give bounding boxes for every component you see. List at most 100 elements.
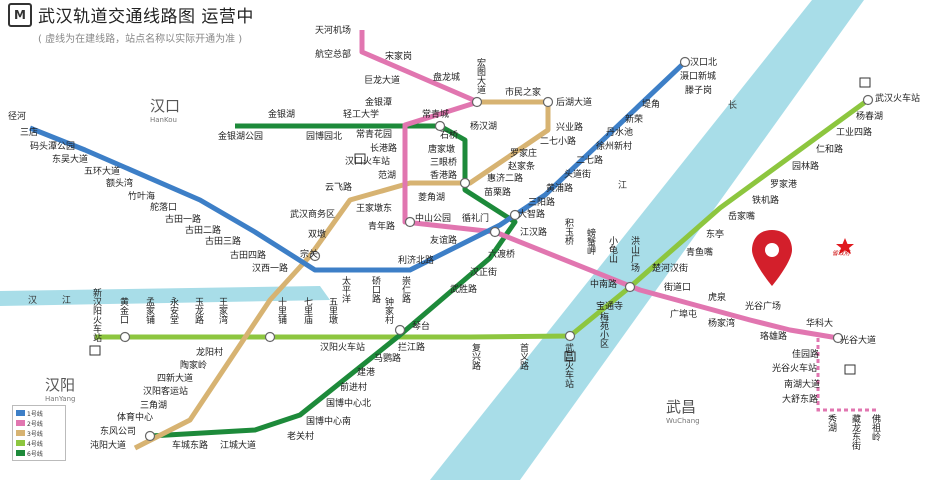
station-label[interactable]: 三阳路 <box>528 198 556 208</box>
station-label[interactable]: 螃蟹岬 <box>585 228 595 255</box>
station-label[interactable]: 五环大道 <box>84 167 121 177</box>
station-label[interactable]: 龙阳村 <box>196 348 224 358</box>
station-label[interactable]: 二七小路 <box>540 137 577 147</box>
station-label[interactable]: 常青城 <box>422 110 450 120</box>
station-label[interactable]: 长港路 <box>370 144 398 154</box>
station-label[interactable]: 菱角湖 <box>418 193 446 203</box>
station-label[interactable]: 青年路 <box>368 222 396 232</box>
station-label[interactable]: 硚口路 <box>370 276 380 303</box>
station-label[interactable]: 罗家庄 <box>510 149 538 159</box>
station-label[interactable]: 新荣 <box>625 115 644 125</box>
station-label[interactable]: 额头湾 <box>106 179 134 189</box>
station-label[interactable]: 七里庙 <box>302 297 312 324</box>
station-label[interactable]: 后湖大道 <box>556 98 593 108</box>
station-label[interactable]: 杨汉湖 <box>470 122 498 132</box>
station-label[interactable]: 光谷广场 <box>745 302 782 312</box>
station-label[interactable]: 武昌火车站 <box>563 343 573 388</box>
station-label[interactable]: 汉正街 <box>470 268 498 278</box>
station-label[interactable]: 大舒东路 <box>782 395 819 405</box>
station-label[interactable]: 复兴路 <box>470 343 480 370</box>
station-label[interactable]: 兴业路 <box>556 123 584 133</box>
station-label[interactable]: 楚河汉街 <box>652 264 689 274</box>
station-label[interactable]: 老关村 <box>287 432 315 442</box>
station-transfer-icon[interactable] <box>862 94 874 106</box>
station-transfer-icon[interactable] <box>509 209 521 221</box>
station-label[interactable]: 国博中心北 <box>326 399 372 409</box>
station-label[interactable]: 赵家条 <box>508 162 536 172</box>
railway-station-icon[interactable] <box>89 345 101 356</box>
station-label[interactable]: 武汉商务区 <box>290 210 336 220</box>
station-label[interactable]: 三眼桥 <box>430 158 458 168</box>
station-label[interactable]: 武胜路 <box>450 285 478 295</box>
station-transfer-icon[interactable] <box>434 120 446 132</box>
station-label[interactable]: 金银湖 <box>268 110 296 120</box>
station-transfer-icon[interactable] <box>489 226 501 238</box>
station-label[interactable]: 园博园北 <box>306 132 343 142</box>
station-label[interactable]: 滠口新城 <box>680 72 717 82</box>
station-label[interactable]: 首义路 <box>518 343 528 370</box>
station-label[interactable]: 唐家墩 <box>428 145 456 155</box>
station-label[interactable]: 华科大 <box>806 319 834 329</box>
station-transfer-icon[interactable] <box>309 250 321 262</box>
station-label[interactable]: 仁和路 <box>816 145 844 155</box>
railway-station-icon[interactable] <box>844 364 856 375</box>
station-label[interactable]: 黄金口 <box>118 297 128 324</box>
station-label[interactable]: 永安堂 <box>168 297 178 324</box>
station-label[interactable]: 玉龙路 <box>193 297 203 324</box>
station-label[interactable]: 园林路 <box>792 162 820 172</box>
station-label[interactable]: 杨春湖 <box>856 112 884 122</box>
station-label[interactable]: 洪山广场 <box>629 236 639 272</box>
station-label[interactable]: 建港 <box>357 368 376 378</box>
station-label[interactable]: 东风公司 <box>100 427 137 437</box>
station-transfer-icon[interactable] <box>679 56 691 68</box>
station-label[interactable]: 江城大道 <box>220 441 257 451</box>
station-label[interactable]: 古田二路 <box>185 226 222 236</box>
station-label[interactable]: 陶家岭 <box>180 361 208 371</box>
station-label[interactable]: 四新大道 <box>157 374 194 384</box>
station-label[interactable]: 体育中心 <box>117 413 154 423</box>
station-transfer-icon[interactable] <box>394 324 406 336</box>
station-label[interactable]: 竹叶海 <box>128 192 156 202</box>
station-label[interactable]: 盘龙城 <box>433 73 461 83</box>
station-label[interactable]: 汉西一路 <box>252 264 289 274</box>
station-label[interactable]: 罗家港 <box>770 180 798 190</box>
station-label[interactable]: 三店 <box>20 128 39 138</box>
station-label[interactable]: 铁机路 <box>752 196 780 206</box>
station-label[interactable]: 汉阳客运站 <box>143 387 189 397</box>
station-label[interactable]: 街道口 <box>664 283 692 293</box>
railway-station-icon[interactable] <box>859 77 871 88</box>
station-label[interactable]: 积玉桥 <box>563 218 573 245</box>
station-label[interactable]: 古田四路 <box>230 251 267 261</box>
station-label[interactable]: 友谊路 <box>430 236 458 246</box>
station-label[interactable]: 香港路 <box>430 171 458 181</box>
station-label[interactable]: 三角湖 <box>140 401 168 411</box>
station-label[interactable]: 黄浦路 <box>546 184 574 194</box>
station-label[interactable]: 国博中心南 <box>306 417 352 427</box>
station-label[interactable]: 东吴大道 <box>52 155 89 165</box>
station-label[interactable]: 天河机场 <box>315 26 352 36</box>
station-label[interactable]: 市民之家 <box>505 88 542 98</box>
station-label[interactable]: 王家墩东 <box>356 204 393 214</box>
station-label[interactable]: 金银湖公园 <box>218 132 264 142</box>
station-label[interactable]: 前进村 <box>340 383 368 393</box>
station-label[interactable]: 汉口火车站 <box>345 157 391 167</box>
station-transfer-icon[interactable] <box>624 281 636 293</box>
station-label[interactable]: 利济北路 <box>398 256 435 266</box>
station-label[interactable]: 径河 <box>8 112 27 122</box>
station-label[interactable]: 循礼门 <box>462 214 490 224</box>
station-label[interactable]: 十里铺 <box>276 297 286 324</box>
station-label[interactable]: 范湖 <box>378 171 397 181</box>
station-label[interactable]: 江汉路 <box>520 228 548 238</box>
station-label[interactable]: 沌阳大道 <box>90 441 127 451</box>
station-label[interactable]: 大智路 <box>518 210 546 220</box>
station-label[interactable]: 汉阳火车站 <box>320 343 366 353</box>
station-label[interactable]: 汉口北 <box>690 58 718 68</box>
location-pin-icon[interactable] <box>752 230 792 286</box>
station-label[interactable]: 云飞路 <box>325 183 353 193</box>
station-label[interactable]: 古田一路 <box>165 215 202 225</box>
station-label[interactable]: 惠济二路 <box>487 174 524 184</box>
station-transfer-icon[interactable] <box>542 96 554 108</box>
station-label[interactable]: 车城东路 <box>172 441 209 451</box>
station-label[interactable]: 光谷火车站 <box>772 364 818 374</box>
station-label[interactable]: 崇仁路 <box>400 276 410 303</box>
